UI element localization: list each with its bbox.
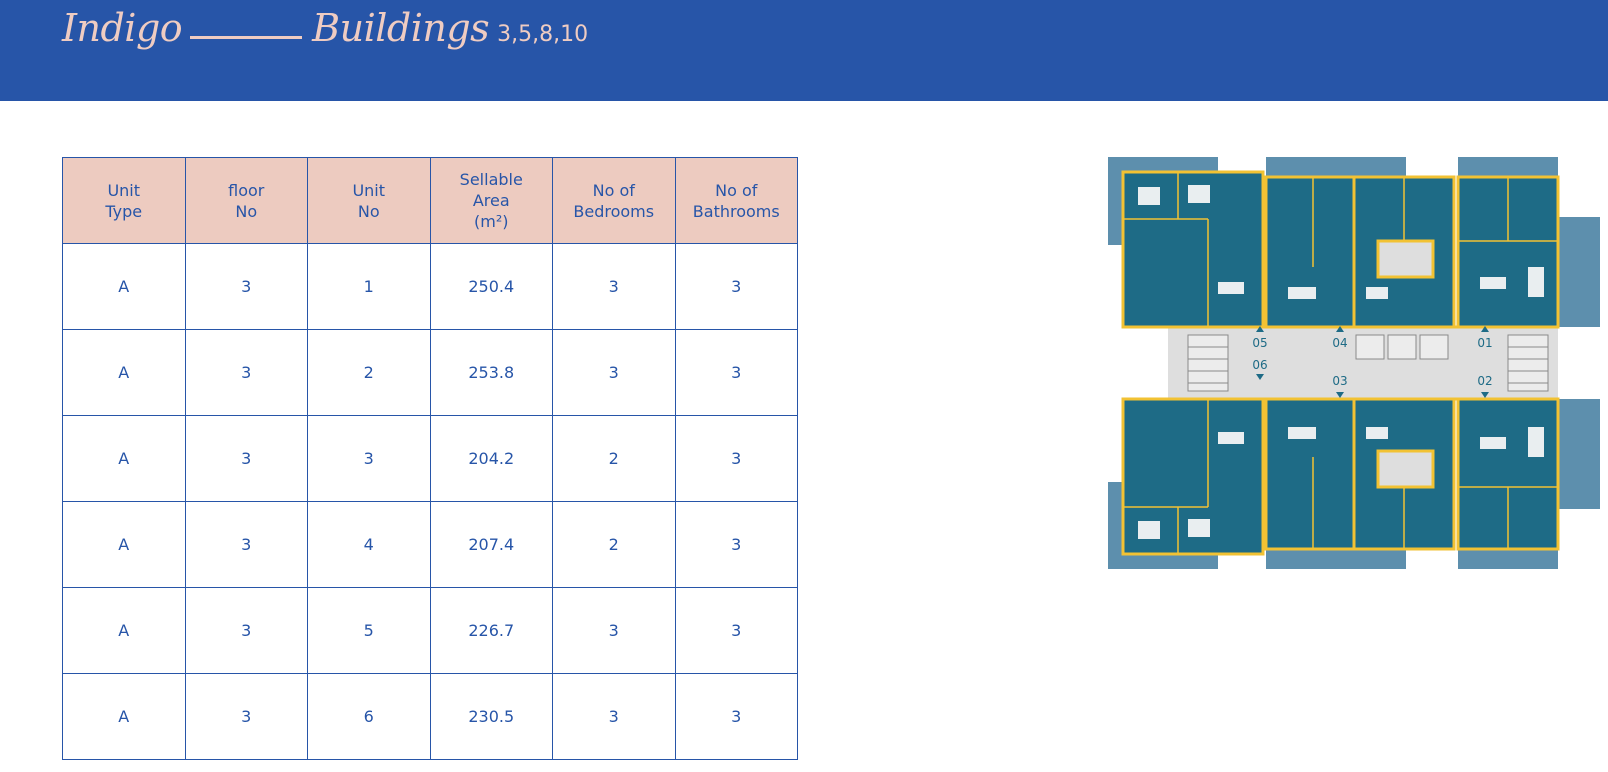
table-cell: 226.7: [429, 587, 553, 674]
table-row: A 3 3 204.2 2 3: [62, 415, 798, 502]
table-cell: 6: [307, 673, 431, 760]
table-cell: 3: [184, 243, 308, 330]
table-header-row: Unit Type floor No Unit No Sellable Area…: [62, 157, 798, 244]
table-row: A 3 4 207.4 2 3: [62, 501, 798, 588]
col-sellable-area: Sellable Area (m²): [429, 157, 553, 244]
table-cell: 3: [307, 415, 431, 502]
page-title: Indigo Buildings 3,5,8,10: [62, 6, 588, 56]
title-building-numbers: 3,5,8,10: [497, 22, 589, 47]
table-cell: 3: [552, 587, 676, 674]
unit-04: [1266, 177, 1354, 327]
terrace-east-top: [1558, 217, 1600, 327]
interior-walls: [1123, 172, 1558, 554]
terrace-ne: [1458, 157, 1558, 177]
terrace-south: [1266, 549, 1406, 569]
table-cell: 1: [307, 243, 431, 330]
terrace-se: [1458, 549, 1558, 569]
header-banner: Indigo Buildings 3,5,8,10: [0, 0, 1608, 101]
table-cell: 3: [552, 673, 676, 760]
unit-marker-04: 04: [1332, 336, 1347, 350]
table-cell: 5: [307, 587, 431, 674]
unit-marker-02: 02: [1477, 374, 1492, 388]
terrace-east-bottom: [1558, 399, 1600, 509]
stair-east: [1507, 334, 1549, 392]
table-cell: A: [62, 501, 186, 588]
unit-03: [1266, 399, 1354, 549]
table-cell: 204.2: [429, 415, 553, 502]
units-table: Unit Type floor No Unit No Sellable Area…: [62, 157, 798, 760]
table-cell: 3: [184, 673, 308, 760]
table-cell: 230.5: [429, 673, 553, 760]
table-cell: 3: [674, 587, 798, 674]
table-cell: 2: [307, 329, 431, 416]
table-cell: 3: [552, 329, 676, 416]
lightwell-north: [1378, 241, 1433, 277]
elevators: [1355, 334, 1449, 360]
table-cell: 3: [184, 329, 308, 416]
unit-marker-06: 06: [1252, 358, 1267, 372]
table-cell: 4: [307, 501, 431, 588]
unit-marker-03: 03: [1332, 374, 1347, 388]
table-cell: 250.4: [429, 243, 553, 330]
table-cell: 3: [674, 501, 798, 588]
table-row: A 3 1 250.4 3 3: [62, 243, 798, 330]
unit-marker-05: 05: [1252, 336, 1267, 350]
table-cell: A: [62, 329, 186, 416]
table-cell: 2: [552, 501, 676, 588]
table-cell: A: [62, 415, 186, 502]
title-divider-line: [190, 36, 303, 39]
col-bathrooms: No of Bathrooms: [674, 157, 798, 244]
table-cell: 3: [184, 587, 308, 674]
table-cell: 253.8: [429, 329, 553, 416]
col-unit-no: Unit No: [307, 157, 431, 244]
floor-plan: 01 02 03 04 05 06: [1108, 157, 1600, 569]
table-cell: A: [62, 673, 186, 760]
table-cell: 3: [674, 415, 798, 502]
table-cell: 2: [552, 415, 676, 502]
table-cell: 3: [674, 673, 798, 760]
table-cell: 3: [184, 501, 308, 588]
unit-entry-markers: [1256, 326, 1489, 398]
unit-marker-01: 01: [1477, 336, 1492, 350]
table-cell: 3: [552, 243, 676, 330]
table-cell: 3: [674, 329, 798, 416]
table-cell: A: [62, 587, 186, 674]
table-cell: 207.4: [429, 501, 553, 588]
furniture: [1138, 185, 1544, 539]
title-brand: Indigo: [62, 6, 183, 50]
col-bedrooms: No of Bedrooms: [552, 157, 676, 244]
col-unit-type: Unit Type: [62, 157, 186, 244]
table-row: A 3 6 230.5 3 3: [62, 673, 798, 760]
table-cell: 3: [674, 243, 798, 330]
col-floor-no: floor No: [184, 157, 308, 244]
title-buildings-label: Buildings: [312, 6, 490, 50]
terrace-north: [1266, 157, 1406, 177]
table-row: A 3 5 226.7 3 3: [62, 587, 798, 674]
table-cell: 3: [184, 415, 308, 502]
lightwell-south: [1378, 451, 1433, 487]
table-row: A 3 2 253.8 3 3: [62, 329, 798, 416]
stair-west: [1187, 334, 1229, 392]
table-cell: A: [62, 243, 186, 330]
